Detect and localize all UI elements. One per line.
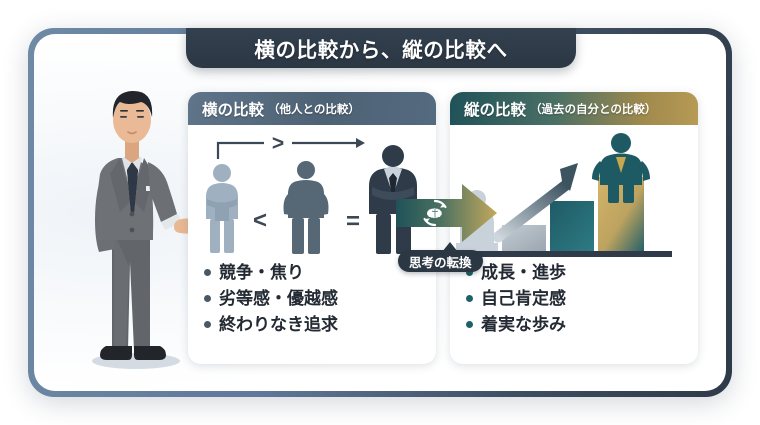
bullet-label: 成長・進歩: [481, 263, 566, 282]
bullet-label: 競争・焦り: [219, 263, 304, 282]
bullet-dot-icon: [466, 321, 473, 328]
bullet-dot-icon: [466, 295, 473, 302]
panel-header-horizontal: 横の比較 （他人との比較）: [188, 92, 436, 125]
title-banner: 横の比較から、縦の比較へ: [186, 28, 576, 68]
transition-label-badge: 思考の転換: [398, 250, 483, 272]
bullet-dot-icon: [204, 321, 211, 328]
panel-horizontal-comparison: 横の比較 （他人との比較） > <: [188, 92, 436, 364]
svg-text:>: >: [272, 132, 284, 155]
bullet-dot-icon: [204, 295, 211, 302]
presenter-illustration: [62, 62, 203, 370]
bullet-label: 自己肯定感: [481, 289, 566, 308]
panel-header-vertical: 縦の比較 （過去の自分との比較）: [450, 92, 698, 125]
list-item: 自己肯定感: [466, 290, 698, 307]
panel-heading-sub: （過去の自分との比較）: [530, 103, 657, 116]
bullet-dot-icon: [466, 269, 473, 276]
bullet-dot-icon: [204, 269, 211, 276]
page-title: 横の比較から、縦の比較へ: [254, 39, 508, 62]
bullet-label: 着実な歩み: [481, 315, 566, 334]
horizontal-bullet-list: 競争・焦り 劣等感・優越感 終わりなき追求: [188, 260, 436, 333]
bullet-label: 終わりなき追求: [219, 315, 338, 334]
vertical-bullet-list: 成長・進歩 自己肯定感 着実な歩み: [450, 260, 698, 333]
svg-text:<: <: [253, 207, 267, 234]
horizontal-comparison-illustration: > <: [188, 125, 436, 260]
list-item: 競争・焦り: [204, 264, 436, 281]
list-item: 劣等感・優越感: [204, 290, 436, 307]
panel-heading-main: 横の比較: [202, 101, 265, 119]
svg-text:=: =: [346, 208, 360, 235]
list-item: 成長・進歩: [466, 264, 698, 281]
transition-group: 思考の転換: [396, 182, 506, 282]
transition-arrow: [396, 182, 498, 244]
list-item: 着実な歩み: [466, 316, 698, 333]
badge-pointer: [442, 242, 458, 252]
panel-heading-sub: （他人との比較）: [268, 103, 360, 116]
bullet-label: 劣等感・優越感: [219, 289, 338, 308]
panel-vertical-comparison: 縦の比較 （過去の自分との比較）: [450, 92, 698, 364]
list-item: 終わりなき追求: [204, 316, 436, 333]
panel-heading-main: 縦の比較: [464, 101, 527, 119]
brain-cycle-icon: [420, 198, 450, 228]
